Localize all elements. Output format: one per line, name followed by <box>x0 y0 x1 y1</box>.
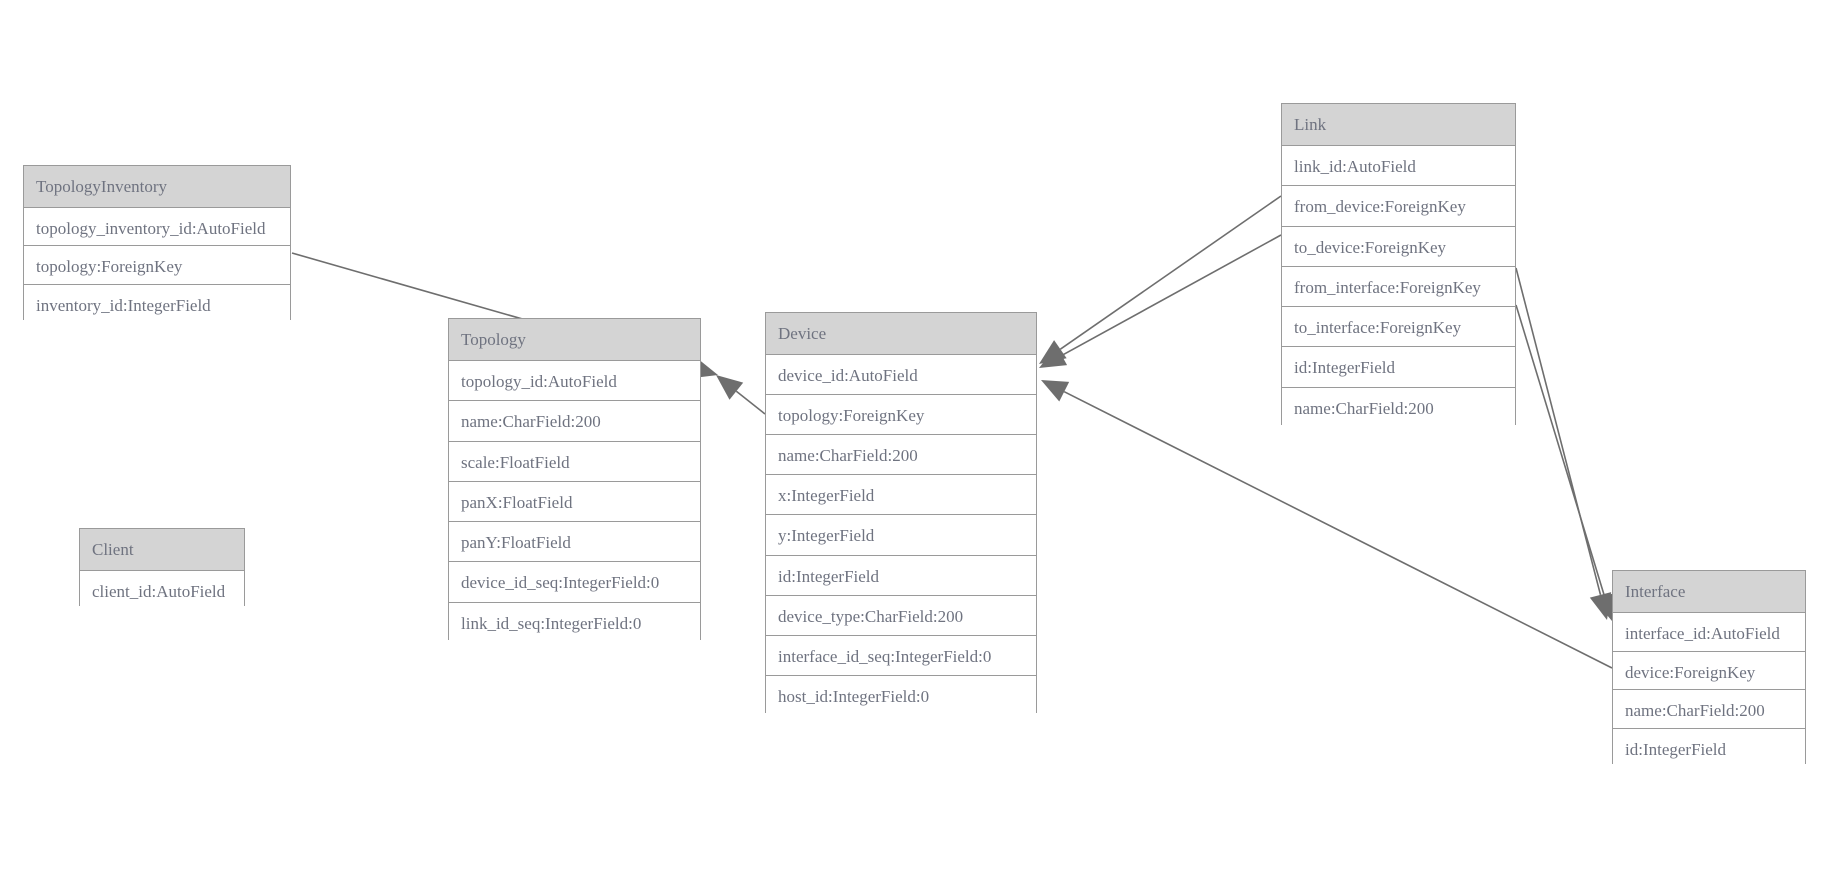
entity-title-topology: Topology <box>449 319 700 361</box>
relation-line <box>1063 390 1613 669</box>
field-row[interactable]: name:CharField:200 <box>1613 690 1805 729</box>
relation-line <box>1059 195 1282 350</box>
field-row[interactable]: device:ForeignKey <box>1613 651 1805 690</box>
field-row[interactable]: to_device:ForeignKey <box>1282 226 1515 267</box>
relation-link-to-device <box>1039 234 1282 368</box>
relation-arrowhead <box>1589 592 1612 620</box>
entity-title-interface: Interface <box>1613 571 1805 613</box>
field-row[interactable]: client_id:AutoField <box>80 571 244 609</box>
field-row[interactable]: interface_id_seq:IntegerField:0 <box>766 635 1036 676</box>
field-row[interactable]: to_interface:ForeignKey <box>1282 307 1515 348</box>
field-row[interactable]: panX:FloatField <box>449 481 700 523</box>
field-row[interactable]: id:IntegerField <box>766 555 1036 596</box>
relation-link-to-interface <box>1515 304 1615 621</box>
field-row[interactable]: topology_id:AutoField <box>449 361 700 402</box>
field-row[interactable]: link_id_seq:IntegerField:0 <box>449 602 700 643</box>
relation-arrowhead <box>716 375 744 400</box>
field-row[interactable]: name:CharField:200 <box>449 401 700 442</box>
field-row[interactable]: host_id:IntegerField:0 <box>766 675 1036 716</box>
entity-title-client: Client <box>80 529 244 571</box>
field-row[interactable]: device_type:CharField:200 <box>766 595 1036 636</box>
field-row[interactable]: from_interface:ForeignKey <box>1282 266 1515 308</box>
field-row[interactable]: inventory_id:IntegerField <box>24 284 290 323</box>
field-row[interactable]: device_id_seq:IntegerField:0 <box>449 562 700 603</box>
field-row[interactable]: scale:FloatField <box>449 441 700 482</box>
field-row[interactable]: topology:ForeignKey <box>24 246 290 285</box>
relation-arrowhead <box>1041 380 1070 402</box>
field-row[interactable]: from_device:ForeignKey <box>1282 186 1515 227</box>
field-row[interactable]: interface_id:AutoField <box>1613 613 1805 652</box>
relation-line <box>1061 234 1282 357</box>
relation-arrowhead <box>1039 340 1067 364</box>
relation-line <box>1515 304 1606 597</box>
field-row[interactable]: id:IntegerField <box>1613 728 1805 767</box>
relation-link-to-interface <box>1515 267 1612 620</box>
relation-link-to-device <box>1039 195 1282 364</box>
field-row[interactable]: name:CharField:200 <box>766 435 1036 476</box>
field-row[interactable]: device_id:AutoField <box>766 355 1036 396</box>
field-row[interactable]: name:CharField:200 <box>1282 387 1515 428</box>
field-row[interactable]: panY:FloatField <box>449 522 700 563</box>
field-row[interactable]: topology_inventory_id:AutoField <box>24 208 290 247</box>
field-row[interactable]: y:IntegerField <box>766 515 1036 556</box>
field-row[interactable]: x:IntegerField <box>766 475 1036 516</box>
field-row[interactable]: topology:ForeignKey <box>766 395 1036 436</box>
relation-arrowhead <box>1039 345 1068 368</box>
relation-device-to-topology <box>716 375 766 415</box>
field-row[interactable]: link_id:AutoField <box>1282 146 1515 187</box>
relation-line <box>1515 267 1602 596</box>
entity-title-device: Device <box>766 313 1036 355</box>
relation-line <box>735 390 766 415</box>
entity-title-link: Link <box>1282 104 1515 146</box>
field-row[interactable]: id:IntegerField <box>1282 347 1515 388</box>
entity-title-topologyinventory: TopologyInventory <box>24 166 290 208</box>
